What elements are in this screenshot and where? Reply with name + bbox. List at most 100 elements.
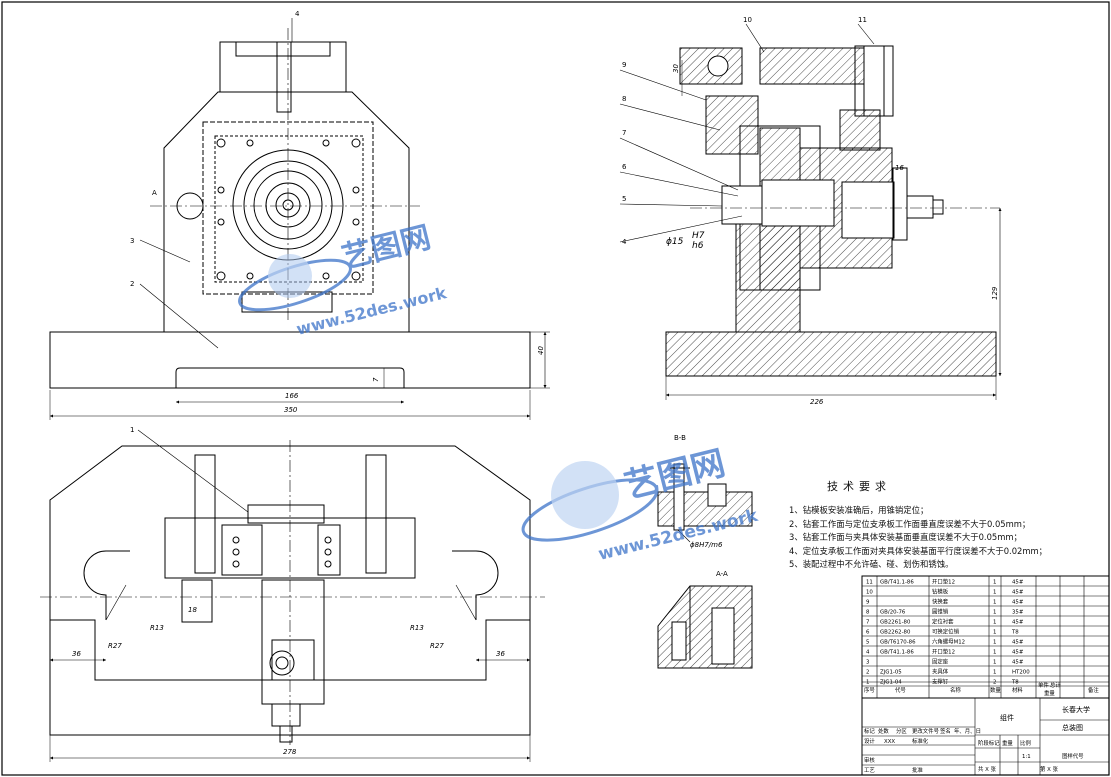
- fit-text: H7: [692, 231, 705, 241]
- bom-cell-name: 快换套: [932, 598, 949, 606]
- section-label: B-B: [674, 434, 686, 442]
- bom-cell-mat: 35#: [1012, 610, 1024, 616]
- bom-cell-no: 2: [866, 670, 869, 676]
- bom-cell-name: 定位衬套: [932, 618, 954, 626]
- bom-cell-mat: 45#: [1012, 580, 1024, 586]
- bom-cell-name: 开口垫12: [932, 648, 955, 656]
- bom-cell-no: 6: [866, 630, 870, 636]
- bom-header-cell: 代号: [895, 686, 906, 694]
- bom-cell-name: 开口垫12: [932, 578, 955, 586]
- fit-text: h6: [692, 241, 704, 251]
- bom-cell-code: GB/T41.1-86: [880, 650, 914, 656]
- title-cell: 设计: [864, 737, 875, 745]
- bom-cell-qty: 1: [993, 630, 996, 636]
- dimension-text: 226: [810, 398, 824, 406]
- bom-cell-qty: 1: [993, 610, 996, 616]
- bom-cell-qty: 2: [993, 680, 996, 686]
- bom-cell-mat: HT200: [1012, 670, 1030, 676]
- bom-cell-code: GB2261-80: [880, 620, 911, 626]
- bom-cell-qty: 1: [993, 650, 996, 656]
- dimension-text: 40: [537, 346, 545, 355]
- section-bb: [657, 463, 753, 543]
- fit-text: ϕ8H7/m6: [690, 541, 723, 549]
- dimension-text: 36: [72, 650, 81, 658]
- part-label: 4: [622, 238, 627, 246]
- part-label: 2: [130, 280, 134, 288]
- title-cell: 阶段标记: [978, 739, 1000, 747]
- title-university: 长春大学: [1062, 705, 1090, 714]
- top-view: [40, 429, 545, 762]
- bom-cell-mat: 45#: [1012, 660, 1024, 666]
- title-cell: 标记: [864, 727, 875, 735]
- bom-cell-mat: 45#: [1012, 600, 1024, 606]
- bom-cell-no: 4: [866, 650, 870, 656]
- dimension-text: 278: [283, 748, 297, 756]
- bom-cell-no: 10: [866, 590, 873, 596]
- title-cell: 分区: [896, 727, 907, 735]
- title-drawing: 总装图: [1062, 723, 1083, 732]
- bom-cell-name: 支撑钉: [932, 678, 949, 686]
- title-cell: XXX: [884, 739, 895, 745]
- bom-cell-mat: 45#: [1012, 640, 1024, 646]
- bom-cell-mat: 45#: [1012, 590, 1024, 596]
- title-cell: 签名: [940, 727, 951, 735]
- requirement-item: 1、钻模板安装准确后，用锥销定位；: [789, 505, 929, 515]
- part-label: 4: [295, 10, 300, 18]
- part-label: 11: [858, 16, 867, 24]
- title-block: 组件 长春大学 总装图 阶段标记 重量 比例 1:1 图样代号 共 X 张 第 …: [864, 705, 1090, 774]
- bom-cell-code: GB/T41.1-86: [880, 580, 914, 586]
- bom-cell-qty: 1: [993, 670, 996, 676]
- requirement-item: 3、钻套工作面与夹具体安装基面垂直度误差不大于0.05mm；: [789, 532, 1022, 543]
- dimension-text: R13: [150, 624, 164, 632]
- fit-text: ϕ15: [666, 237, 684, 247]
- bom-cell-code: ZJG1-04: [880, 680, 902, 686]
- title-cell: 处数: [878, 727, 889, 735]
- dimension-text: 166: [285, 392, 299, 400]
- bom-header-cell: 重量: [1044, 689, 1055, 697]
- bom-cell-name: 可换定位销: [932, 628, 960, 636]
- bom-table-lines: [861, 575, 1110, 776]
- bom-cell-name: 六角螺母M12: [932, 638, 965, 646]
- bom-cell-mat: T8: [1011, 630, 1019, 636]
- bom-cell-code: ZJG1-05: [880, 670, 902, 676]
- section-label: A-A: [716, 570, 728, 578]
- bom-cell-name: 夹具体: [932, 668, 949, 676]
- bom-header-cell: 单件: [1038, 681, 1049, 689]
- bom-cell-qty: 1: [993, 580, 996, 586]
- dimension-text: 350: [284, 406, 298, 414]
- bom-cell-mat: T8: [1011, 680, 1019, 686]
- title-cell: 共 X 张: [978, 765, 997, 773]
- bom-cell-no: 7: [866, 620, 869, 626]
- requirement-item: 2、钻套工作面与定位支承板工作面垂直度误差不大于0.05mm；: [789, 518, 1031, 529]
- title-cell: 年、月、日: [954, 727, 981, 735]
- title-cell: 重量: [1002, 739, 1013, 747]
- dimension-text: 16: [895, 164, 904, 172]
- dimension-text: R13: [410, 624, 424, 632]
- title-cell: 工艺: [864, 767, 875, 774]
- bom-header-cell: 序号: [864, 686, 875, 694]
- title-cell: 图样代号: [1062, 752, 1084, 760]
- dimension-text: 129: [991, 286, 999, 300]
- front-view: [49, 18, 550, 420]
- bom-cell-no: 3: [866, 660, 869, 666]
- bom-cell-name: 钻模板: [932, 588, 949, 596]
- bom-header-cell: 数量: [990, 686, 1001, 694]
- requirement-item: 5、装配过程中不允许磕、碰、划伤和锈蚀。: [789, 559, 954, 570]
- bom-cell-qty: 1: [993, 590, 996, 596]
- bom-header-cell: 材料: [1012, 686, 1023, 694]
- bom-cell-name: 圆锥销: [932, 608, 949, 616]
- title-cell: 审核: [864, 756, 875, 764]
- part-label: 3: [130, 237, 134, 245]
- part-label: 9: [622, 61, 626, 69]
- title-cell: 1:1: [1022, 754, 1031, 760]
- title-cell: 标准化: [912, 737, 929, 745]
- dimension-text: R27: [108, 642, 122, 650]
- bom-cell-mat: 45#: [1012, 650, 1024, 656]
- bom-cell-no: 8: [866, 610, 870, 616]
- bom-cell-name: 固定座: [932, 658, 949, 666]
- bom-header-cell: 名称: [950, 686, 961, 694]
- bom-cell-code: GB/T6170-86: [880, 640, 916, 646]
